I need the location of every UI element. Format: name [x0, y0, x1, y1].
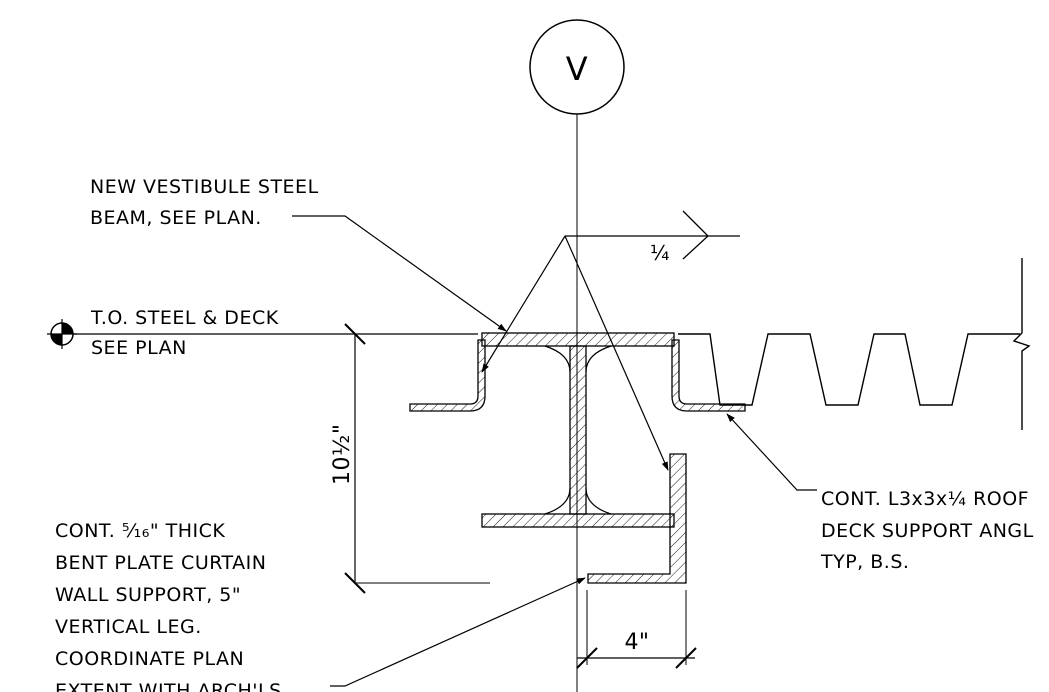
- grid-bubble: V: [529, 19, 625, 115]
- width-dimension-label: 4": [624, 630, 649, 655]
- grid-bubble-label: V: [566, 50, 588, 88]
- angle-note-line1: CONT. L3x3x¼ ROOF: [821, 488, 1029, 510]
- plate-note-leader: [330, 577, 586, 687]
- plate-note-line2: BENT PLATE CURTAIN: [55, 552, 267, 574]
- break-line: [1012, 258, 1031, 430]
- plate-note-line6: EXTENT WITH ARCH'LS: [55, 680, 282, 692]
- plate-note-line5: COORDINATE PLAN: [55, 648, 244, 670]
- beam-note-line1: NEW VESTIBULE STEEL: [90, 176, 319, 198]
- elevation-label-line1: T.O. STEEL & DECK: [90, 307, 279, 329]
- plate-note-line4: VERTICAL LEG.: [55, 616, 202, 638]
- elevation-label-line2: SEE PLAN: [91, 337, 187, 359]
- angle-note-leader: [726, 413, 817, 491]
- right-support-angle: [671, 339, 746, 412]
- beam-note-line2: BEAM, SEE PLAN.: [90, 207, 262, 229]
- height-dimension-label: 10½": [330, 424, 355, 485]
- beam-note-leader: [292, 215, 507, 332]
- plate-note-line1: CONT. ⁵⁄₁₆" THICK: [55, 520, 225, 542]
- plate-note-line3: WALL SUPPORT, 5": [55, 584, 241, 606]
- weld-symbol: [481, 210, 740, 471]
- width-dimension: [576, 590, 697, 669]
- weld-size-label: ¼: [650, 241, 670, 265]
- angle-note-line3: TYP, B.S.: [820, 551, 909, 573]
- angle-note-line2: DECK SUPPORT ANGL: [821, 520, 1034, 542]
- steel-beam: [481, 332, 675, 528]
- elevation-marker: [47, 319, 77, 349]
- roof-deck-profile: [678, 333, 1020, 406]
- left-support-angle: [409, 339, 486, 412]
- bent-plate-support: [587, 453, 687, 584]
- height-dimension: [344, 323, 490, 594]
